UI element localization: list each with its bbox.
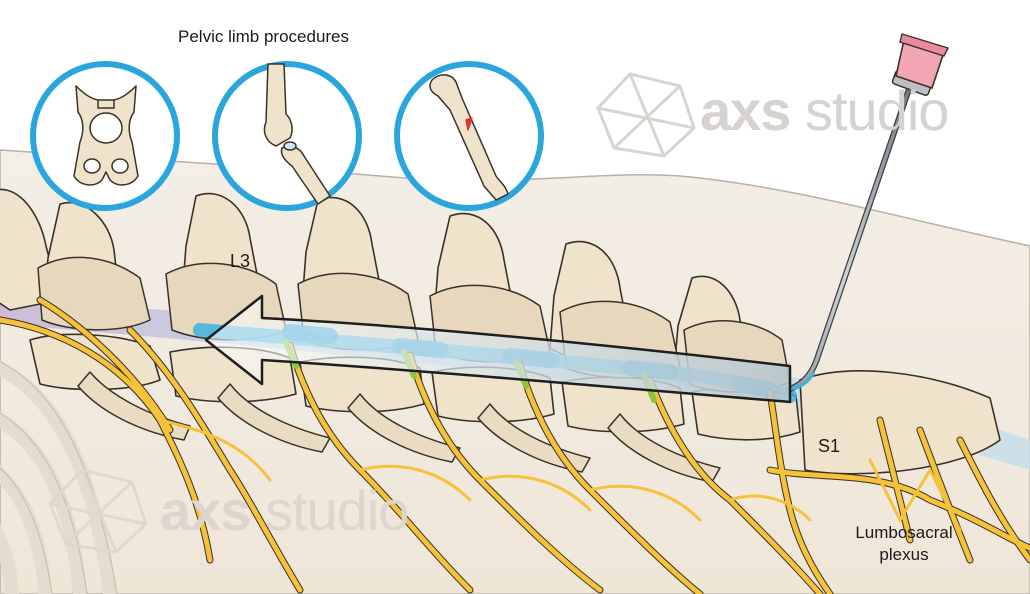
watermark-brand-light: studio — [265, 479, 409, 542]
inset-pelvis — [30, 61, 180, 211]
watermark-brand-bold: axs — [160, 479, 251, 542]
fractured-tibia-icon — [429, 74, 509, 201]
watermark-bottom: axs studio — [160, 478, 409, 543]
stifle-joint-icon — [263, 63, 331, 205]
watermark-brand-light: studio — [805, 79, 949, 142]
watermark-logo-bottom — [48, 468, 148, 554]
label-lumbosacral-plexus: Lumbosacral plexus — [855, 523, 953, 564]
spinal-nerves — [0, 296, 1030, 594]
rib-outlines — [0, 360, 118, 594]
watermark-logo-top — [596, 72, 696, 158]
watermark-top: axs studio — [700, 78, 949, 143]
inset-stifle — [212, 61, 362, 211]
watermark-brand-bold: axs — [700, 79, 791, 142]
label-l3: L3 — [230, 251, 251, 271]
figure-title: Pelvic limb procedures — [178, 27, 350, 46]
label-s1: S1 — [818, 436, 841, 456]
ribs — [0, 360, 117, 594]
inset-tibia — [394, 61, 544, 211]
cranial-spread-arrow — [204, 294, 792, 404]
pelvis-icon — [73, 85, 139, 186]
